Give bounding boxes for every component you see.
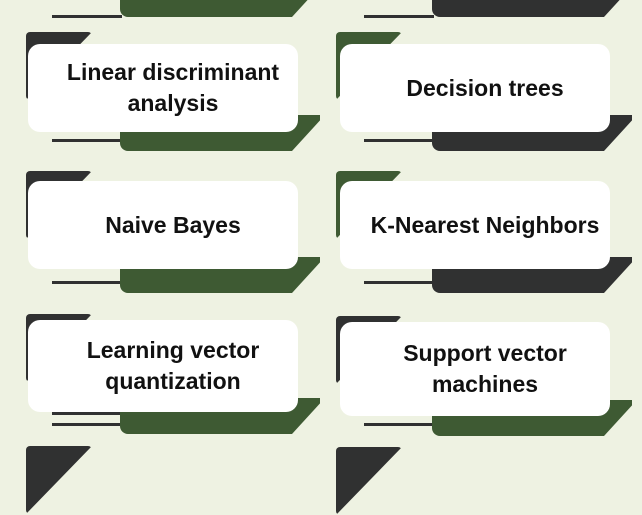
item-number: 8	[346, 330, 355, 347]
item-number: 7	[36, 327, 45, 344]
item-title: Naive Bayes	[105, 211, 241, 238]
item-number: 4	[346, 44, 355, 61]
connector-line	[364, 15, 434, 18]
item-number: 3	[36, 44, 45, 61]
item-card-3: Linear discriminant analysis	[28, 44, 298, 132]
item-number: 5	[36, 187, 45, 204]
number-badge	[26, 446, 92, 514]
connector-line	[52, 139, 122, 142]
item-title: Support vector machines	[403, 340, 567, 397]
item-card-7: Learning vector quantization	[28, 320, 298, 412]
connector-line	[52, 281, 122, 284]
card-shadow	[432, 0, 632, 17]
item-card-5: Naive Bayes	[28, 181, 298, 269]
connector-line	[364, 423, 434, 426]
connector-line	[52, 412, 122, 415]
connector-line	[52, 15, 122, 18]
connector-line	[52, 423, 122, 426]
item-card-4: Decision trees	[340, 44, 610, 132]
connector-line	[364, 281, 434, 284]
item-title: Decision trees	[406, 74, 564, 101]
item-title: Learning vector quantization	[86, 337, 260, 394]
item-card-8: Support vector machines	[340, 322, 610, 416]
number-badge	[336, 447, 402, 515]
card-shadow	[120, 0, 320, 17]
connector-line	[364, 139, 434, 142]
item-number: 6	[346, 187, 355, 204]
item-title: K-Nearest Neighbors	[370, 211, 600, 238]
item-card-6: K-Nearest Neighbors	[340, 181, 610, 269]
item-title: Linear discriminant analysis	[66, 59, 280, 116]
